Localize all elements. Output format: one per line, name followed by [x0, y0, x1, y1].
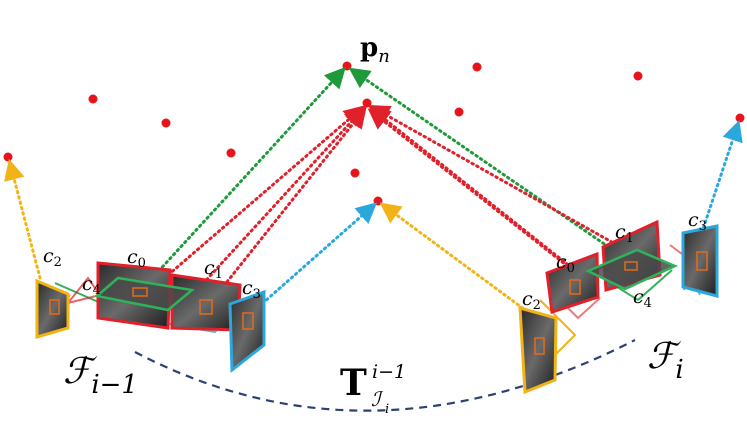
ray-yellow-right [379, 202, 538, 320]
landmark-points [3, 61, 745, 206]
ray-green-left [153, 66, 346, 277]
label-frame-prev: ℱi−1 [63, 351, 138, 400]
label-right-c4: c4 [633, 286, 652, 311]
observation-rays [4, 66, 743, 320]
landmark-point [350, 168, 360, 178]
label-left-c4: c4 [82, 273, 101, 298]
ray-red-left-3 [201, 106, 367, 314]
transform-arc [134, 339, 636, 412]
landmark-point [735, 113, 745, 123]
ray-yellow-left [4, 158, 42, 280]
ray-green-right [348, 67, 615, 252]
landmark-point-pn [342, 61, 352, 71]
landmark-point [362, 98, 372, 108]
camera-c3-right [681, 224, 719, 298]
label-transform-sub-sub: i [385, 402, 389, 417]
diagram-labels: pn c2 c4 c0 c1 c3 c0 c1 c3 c4 c2 ℱi−1 ℱi… [43, 33, 707, 417]
label-transform: T [340, 362, 367, 404]
camera-rig-right [518, 219, 719, 395]
landmark-point [161, 118, 171, 128]
ray-red-left-2 [186, 105, 366, 302]
ray-red-right-2 [368, 106, 574, 270]
camera-c3-left [228, 289, 266, 374]
ray-blue-right [698, 120, 743, 240]
label-left-c3: c3 [242, 277, 261, 302]
label-right-c2: c2 [522, 288, 541, 313]
label-right-c0: c0 [556, 251, 575, 276]
label-right-c1: c1 [615, 221, 634, 246]
landmark-point [633, 71, 643, 81]
label-frame-cur: ℱi [647, 336, 684, 385]
label-transform-sub: ℐ [371, 387, 384, 411]
label-pn: pn [360, 33, 390, 67]
camera-c2-right [518, 305, 558, 395]
ray-red-left-1 [158, 105, 366, 284]
camera-c4-left [94, 276, 195, 312]
label-left-c0: c0 [127, 246, 146, 271]
label-right-c3: c3 [688, 209, 707, 234]
camera-c0-right [545, 251, 600, 314]
landmark-point [88, 94, 98, 104]
landmark-point [226, 148, 236, 158]
ray-red-right-1 [368, 104, 619, 247]
ray-blue-left [244, 202, 378, 320]
landmark-point [472, 62, 482, 72]
landmark-point [454, 107, 464, 117]
camera-rig-left [35, 261, 266, 374]
camera-c2-left [35, 278, 70, 339]
ray-red-right-3 [367, 108, 587, 282]
camera-c4-right [584, 248, 679, 291]
label-left-c2: c2 [43, 245, 62, 270]
label-transform-sup: i−1 [372, 361, 406, 383]
label-left-c1: c1 [204, 257, 223, 282]
landmark-point [3, 152, 13, 162]
